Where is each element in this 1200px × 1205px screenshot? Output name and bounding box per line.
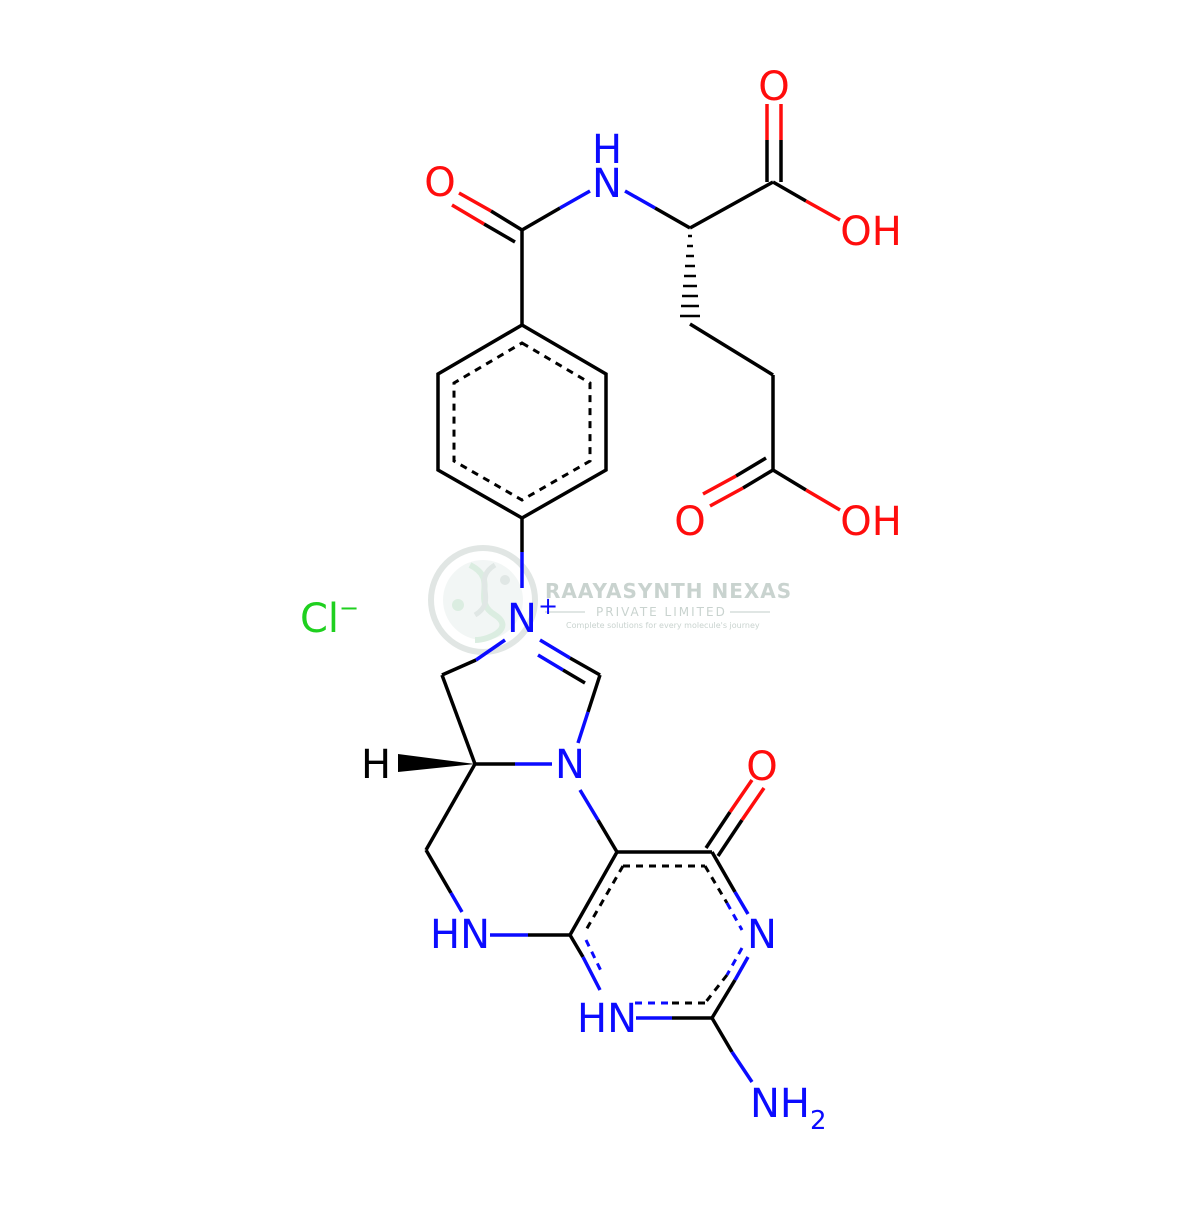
atom-hn-piperazine: HN [430, 912, 490, 958]
bond [689, 322, 774, 377]
bond [424, 763, 477, 851]
bonds [424, 104, 841, 1083]
atom-n-pyrimidine: N [747, 912, 777, 958]
bond [710, 979, 737, 1019]
atom-oh-acid-top: OH [840, 209, 902, 255]
atom-h-amide: H [592, 127, 622, 173]
bond [539, 638, 571, 660]
watermark-subtitle: PRIVATE LIMITED [596, 605, 727, 619]
bond [568, 851, 619, 936]
atom-o-ketone: O [746, 744, 777, 790]
bond [475, 638, 506, 662]
bond [490, 209, 523, 232]
hashed-wedge-bond [680, 234, 700, 318]
bond [596, 819, 619, 853]
bond [581, 956, 602, 991]
atom-n-plus-charge: + [538, 592, 558, 620]
watermark-ring [428, 545, 538, 655]
bond [710, 1017, 734, 1053]
atom-o-acid-top: O [758, 64, 789, 110]
bond [772, 180, 807, 203]
benzene-ring [436, 322, 608, 521]
bond [725, 902, 744, 931]
bond [449, 892, 464, 913]
bond [725, 947, 744, 976]
bond [716, 819, 744, 857]
atom-n-amide: N [592, 161, 622, 207]
benzene-aromatic-circle [452, 341, 592, 502]
bond [728, 779, 754, 813]
atom-n-ring: N [555, 742, 585, 788]
watermark-logo [428, 545, 538, 655]
bond [458, 191, 492, 213]
solid-wedge-bond [398, 754, 475, 772]
atom-h-stereo: H [361, 742, 391, 788]
bond [730, 1051, 754, 1083]
bond [559, 189, 591, 210]
bond [568, 934, 585, 958]
bond [740, 787, 766, 821]
bond [689, 180, 774, 230]
bond [772, 468, 807, 492]
atom-chloride: Cl− [300, 594, 359, 642]
bond [735, 456, 767, 478]
bond [586, 674, 602, 713]
bond [709, 486, 744, 508]
atom-o-amide: O [424, 160, 455, 206]
bond [451, 203, 485, 226]
atom-hn-pyrimidine: HN [577, 996, 637, 1042]
atom-oh-acid-bottom: OH [840, 499, 902, 545]
watermark-title: RAAYASYNTH NEXAS [545, 579, 792, 603]
bond [710, 851, 737, 893]
bond [742, 468, 774, 490]
watermark-tagline: Complete solutions for every molecule's … [566, 621, 760, 630]
bond [424, 849, 453, 894]
bond [702, 474, 737, 496]
bond [537, 653, 564, 672]
bond [704, 811, 732, 849]
bond [703, 974, 729, 1004]
bond [441, 658, 477, 677]
bond [483, 222, 516, 244]
atom-nh2: NH2 [750, 1081, 827, 1136]
atom-o-acid-bottom: O [674, 499, 705, 545]
bond [805, 199, 841, 222]
bond [805, 488, 841, 512]
bond [578, 789, 600, 821]
bond [440, 674, 477, 765]
bond [569, 656, 601, 677]
bond [654, 206, 691, 230]
bond [562, 668, 586, 685]
bond [624, 189, 656, 210]
atom-n-plus: N [507, 596, 537, 642]
bond [733, 956, 750, 981]
bond [733, 891, 750, 915]
bond [521, 206, 561, 232]
bond [576, 711, 590, 744]
bond [584, 939, 605, 976]
